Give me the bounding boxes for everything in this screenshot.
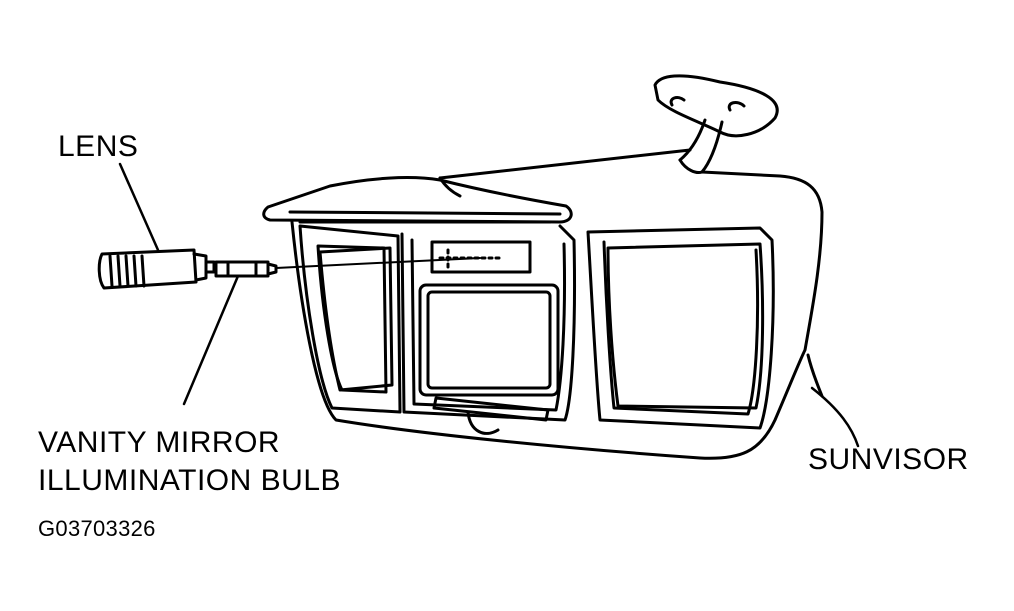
mounting-bracket bbox=[653, 74, 779, 174]
right-lamp-window bbox=[606, 242, 765, 410]
vanity-frame bbox=[298, 224, 775, 430]
vanity-cover-flap bbox=[262, 176, 573, 224]
bulb-socket bbox=[430, 240, 532, 274]
bulb-label-line-2: ILLUMINATION BULB bbox=[38, 464, 342, 497]
leader-bulb bbox=[182, 274, 240, 406]
lens-part bbox=[97, 248, 216, 290]
figure-code: G03703326 bbox=[38, 516, 156, 541]
leader-sunvisor bbox=[810, 386, 860, 448]
mirror-latch bbox=[432, 396, 550, 435]
sunvisor-label: SUNVISOR bbox=[808, 443, 969, 476]
bulb-label: VANITY MIRROR ILLUMINATION BULB bbox=[38, 424, 341, 500]
vanity-mirror bbox=[418, 283, 560, 397]
sunvisor-body bbox=[290, 148, 824, 460]
left-lamp-window bbox=[318, 246, 394, 392]
alignment-line bbox=[275, 257, 481, 269]
bulb-label-line-1: VANITY MIRROR bbox=[38, 426, 281, 459]
bulb-part bbox=[214, 260, 278, 278]
lens-label: LENS bbox=[58, 130, 139, 163]
leader-lens bbox=[118, 162, 160, 252]
